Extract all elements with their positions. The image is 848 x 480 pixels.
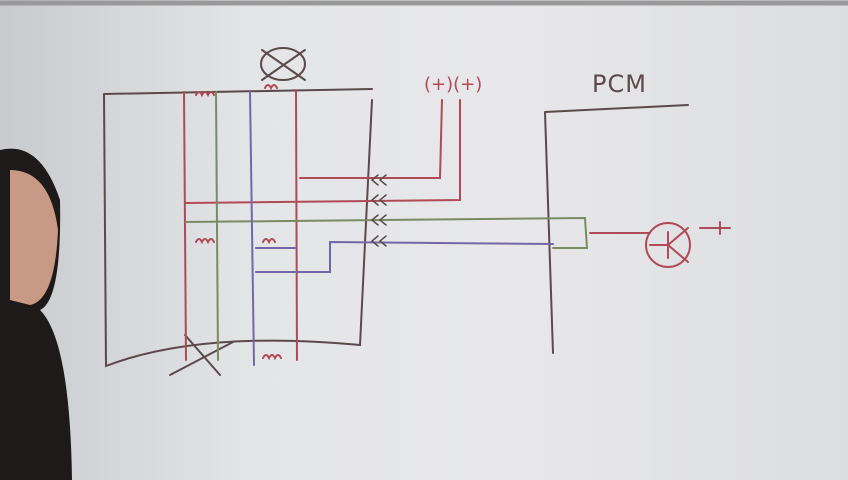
purple-wires bbox=[249, 91, 554, 366]
enclosure-outline bbox=[103, 47, 689, 376]
presenter-silhouette bbox=[0, 148, 72, 480]
red-wires bbox=[183, 84, 731, 361]
connector-arrows bbox=[370, 174, 387, 247]
pcm-label: PCM bbox=[592, 70, 647, 98]
power-terminals-label: (+)(+) bbox=[424, 74, 483, 95]
green-wires bbox=[185, 91, 589, 361]
